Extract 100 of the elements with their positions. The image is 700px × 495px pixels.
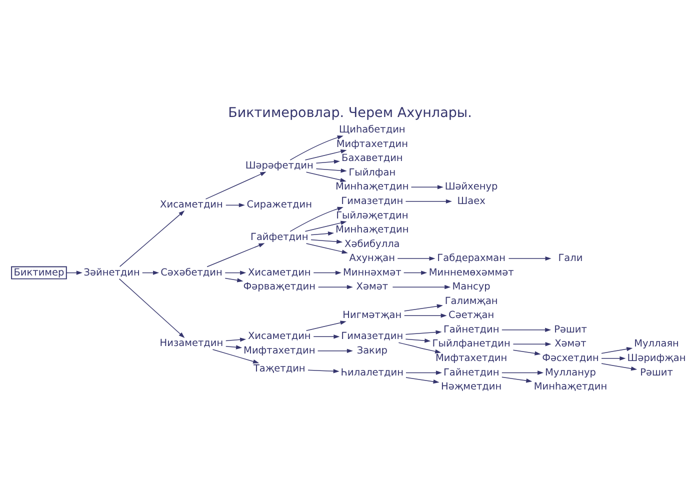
node-text: Таҗетдин xyxy=(253,363,306,374)
node-text: Минһаҗетдин xyxy=(534,381,608,392)
node-text: Фәсхетдин xyxy=(542,352,599,364)
arrow xyxy=(206,242,265,267)
node-text: Галимҗан xyxy=(444,295,498,306)
arrow xyxy=(502,327,552,332)
node-text: Минһаҗетдин xyxy=(336,181,409,192)
arrow xyxy=(290,206,344,232)
node-box: Биктимер xyxy=(11,266,67,279)
arrow xyxy=(601,362,638,370)
node-text: Гали xyxy=(558,252,583,264)
node-text: Гайнетдин xyxy=(443,366,500,378)
node-text: Мифтахетдин xyxy=(436,352,508,364)
node-text: Сәхәбетдин xyxy=(160,266,222,278)
node-text: Мансур xyxy=(452,281,490,292)
node-text: Гайфетдин xyxy=(250,232,308,243)
arrow xyxy=(406,376,440,384)
node-text: Хәмәт xyxy=(554,338,586,350)
arrow xyxy=(512,342,552,346)
node-text: Фәрваҗетдин xyxy=(243,281,316,292)
arrow xyxy=(118,278,185,338)
arrow xyxy=(318,284,353,289)
arrow xyxy=(226,344,242,349)
node-text: Миннемөхәммәт xyxy=(428,266,514,278)
node-text: Мифтахетдин xyxy=(244,344,316,356)
arrow xyxy=(66,270,82,274)
arrow xyxy=(398,342,442,353)
arrow xyxy=(212,348,260,363)
node-text: Гыйләҗетдин xyxy=(336,210,408,221)
arrow xyxy=(512,349,541,355)
arrow xyxy=(306,320,346,330)
node-text: Бахаветдин xyxy=(342,152,403,164)
node-text: Хәбибулла xyxy=(344,238,400,250)
arrow xyxy=(226,202,245,207)
node-text: Хисаметдин xyxy=(248,330,311,342)
node-text: Щиһабетдин xyxy=(339,124,406,136)
node-text: Гыйлфан xyxy=(348,166,396,178)
node-text: Гайнетдин xyxy=(443,324,500,335)
node-text: Шәрифҗан xyxy=(627,352,686,364)
node-text: Хәмәт xyxy=(356,281,388,292)
arrow xyxy=(397,256,436,260)
node-text: Сиражетдин xyxy=(246,199,312,210)
arrow xyxy=(404,313,447,318)
arrow xyxy=(304,220,347,232)
node-text: Низаметдин xyxy=(160,337,224,348)
arrow xyxy=(392,284,451,289)
arrow xyxy=(502,370,544,374)
node-text: Нигмәтҗан xyxy=(342,310,402,321)
arrow xyxy=(205,171,266,199)
arrow xyxy=(405,338,431,342)
arrow xyxy=(310,230,334,236)
diagram-title: Биктимеровлар. Черем Ахунлары. xyxy=(228,104,472,120)
arrow xyxy=(310,238,343,244)
arrow xyxy=(308,368,340,373)
arrow xyxy=(403,270,428,274)
arrow xyxy=(226,337,246,342)
node-text: Сәетҗан xyxy=(448,310,494,321)
arrow xyxy=(317,348,353,353)
node-text: Мифтахетдин xyxy=(336,138,408,150)
arrow xyxy=(290,135,344,160)
arrow xyxy=(119,210,185,266)
arrow xyxy=(306,242,348,254)
arrow xyxy=(304,148,347,160)
node-text: Закир xyxy=(356,344,388,356)
arrow xyxy=(224,270,246,274)
node-text: Миннәхмәт xyxy=(343,266,402,278)
arrow xyxy=(224,277,244,282)
node-text: Нәҗметдин xyxy=(441,381,502,392)
node-text: Рәшит xyxy=(554,324,587,335)
arrow xyxy=(316,168,347,172)
node-text: Габдерахман xyxy=(437,252,506,264)
node-text: Шәрәфетдин xyxy=(245,160,314,172)
node-text: Хисаметдин xyxy=(160,199,223,210)
arrow xyxy=(313,270,342,274)
node-text: Ахунҗан xyxy=(349,252,396,264)
arrow xyxy=(405,198,452,204)
arrow xyxy=(142,270,160,274)
node-text: Гимазетдин xyxy=(341,330,404,342)
arrow xyxy=(601,356,626,360)
node-text: Шаех xyxy=(457,195,486,206)
arrow xyxy=(404,304,443,311)
node-text: Рәшит xyxy=(640,366,673,378)
node-text: Муллаян xyxy=(634,338,679,350)
arrow xyxy=(316,159,340,164)
node-text: Гимазетдин xyxy=(341,195,404,206)
arrow xyxy=(306,171,346,182)
node-text: Минһаҗетдин xyxy=(336,224,409,236)
arrow xyxy=(410,184,444,189)
arrow xyxy=(313,334,340,338)
node-text: Шәйхенур xyxy=(444,181,498,192)
node-text: Гыйлфанетдин xyxy=(432,338,510,350)
node-text: Зәйнетдин xyxy=(84,266,140,278)
node-text: Хисаметдин xyxy=(248,266,311,278)
node-text: Һилалетдин xyxy=(340,366,404,378)
arrow xyxy=(601,346,633,354)
node-text: Мулланур xyxy=(545,366,596,378)
arrow xyxy=(502,376,532,382)
arrow xyxy=(406,370,442,374)
arrow xyxy=(508,256,552,260)
arrow xyxy=(405,330,442,334)
